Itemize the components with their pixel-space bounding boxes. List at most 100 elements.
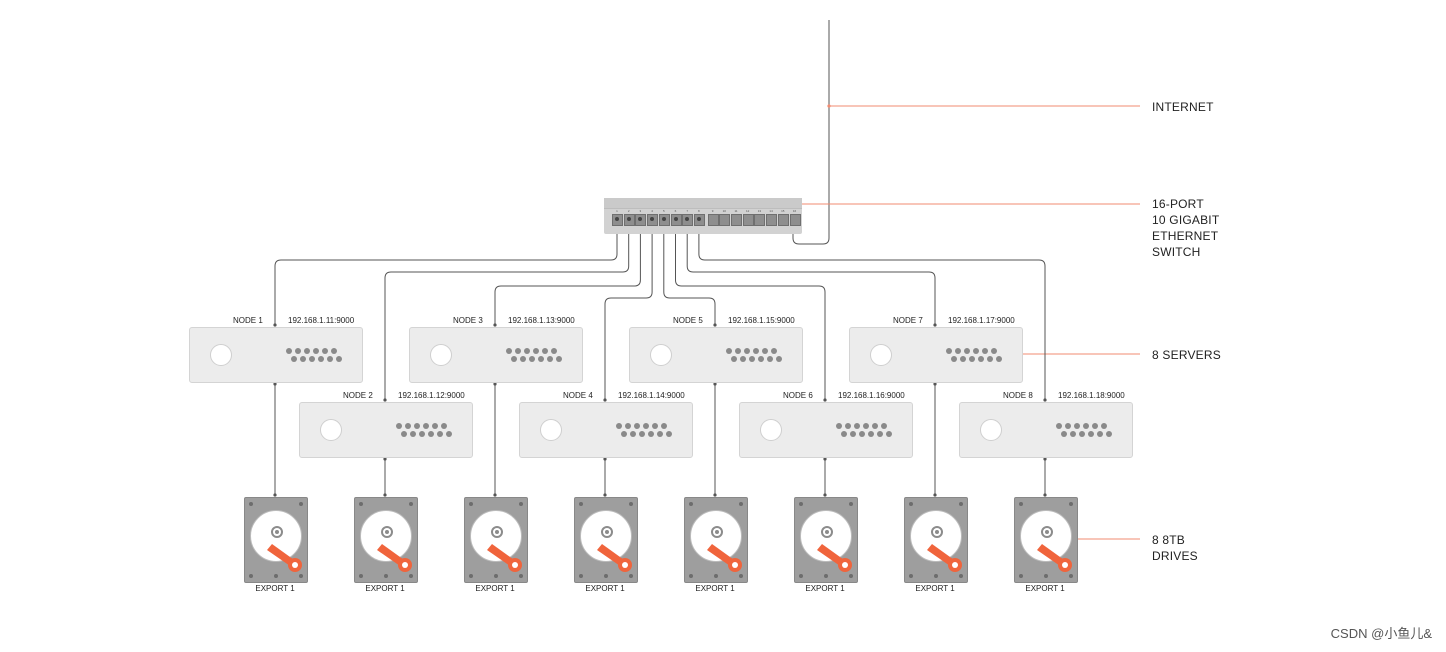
port-number: 3 xyxy=(639,209,642,213)
drive-screw xyxy=(579,502,583,506)
drive-screw xyxy=(299,574,303,578)
drive-screw xyxy=(274,574,278,578)
vent-dot xyxy=(845,423,851,429)
vent-dot xyxy=(327,356,333,362)
port-number: 4 xyxy=(651,209,653,213)
drive-screw xyxy=(1019,502,1023,506)
server-node xyxy=(739,402,913,458)
switch-label: 16-PORT 10 GIGABIT ETHERNET SWITCH xyxy=(1152,196,1219,260)
vent-dot xyxy=(661,423,667,429)
drive-connector-dot xyxy=(823,493,827,497)
vent-dot xyxy=(731,356,737,362)
vent-dot xyxy=(881,423,887,429)
port-number: 12 xyxy=(746,209,750,213)
vent-dot xyxy=(749,356,755,362)
drive-spindle xyxy=(821,526,833,538)
server-node xyxy=(629,327,803,383)
drive-label: EXPORT 1 xyxy=(695,584,735,593)
vent-dot xyxy=(621,431,627,437)
switch-port xyxy=(766,214,778,226)
switch-port xyxy=(707,214,719,226)
port-number: 5 xyxy=(662,209,665,213)
hard-drive-icon xyxy=(684,497,748,583)
vent-dot xyxy=(318,356,324,362)
server-vent-dots xyxy=(836,423,896,439)
server-disc-icon xyxy=(980,419,1002,441)
drive-label: EXPORT 1 xyxy=(915,584,955,593)
vent-dot xyxy=(1092,423,1098,429)
node-name: NODE 5 xyxy=(673,316,703,325)
vent-dot xyxy=(437,431,443,437)
node-ip: 192.168.1.14:9000 xyxy=(618,391,685,400)
drive-arm-icon xyxy=(1037,544,1072,572)
vent-dot xyxy=(877,431,883,437)
vent-dot xyxy=(300,356,306,362)
switch-port xyxy=(682,214,694,226)
drive-screw xyxy=(579,574,583,578)
drive-screw xyxy=(1019,574,1023,578)
vent-dot xyxy=(401,431,407,437)
drive-label: EXPORT 1 xyxy=(475,584,515,593)
server-disc-icon xyxy=(210,344,232,366)
vent-dot xyxy=(982,348,988,354)
drive-spindle xyxy=(271,526,283,538)
internet-label: INTERNET xyxy=(1152,100,1214,114)
server-disc-icon xyxy=(650,344,672,366)
switch-to-server-wire xyxy=(274,228,618,326)
vent-dot xyxy=(520,356,526,362)
vent-dot xyxy=(850,431,856,437)
vent-dot xyxy=(533,348,539,354)
vent-dot xyxy=(630,431,636,437)
drive-screw xyxy=(519,574,523,578)
server-connector-dot xyxy=(713,323,717,327)
port-number: 1 xyxy=(616,209,618,213)
vent-dot xyxy=(886,431,892,437)
drive-spindle xyxy=(931,526,943,538)
server-vent-dots xyxy=(286,348,346,364)
server-node xyxy=(959,402,1133,458)
vent-dot xyxy=(625,423,631,429)
drive-screw xyxy=(1044,574,1048,578)
vent-dot xyxy=(657,431,663,437)
vent-dot xyxy=(744,348,750,354)
vent-dot xyxy=(524,348,530,354)
node-ip: 192.168.1.12:9000 xyxy=(398,391,465,400)
drive-screw xyxy=(689,574,693,578)
server-connector-dot xyxy=(603,398,607,402)
switch-port xyxy=(693,214,705,226)
port-number: 6 xyxy=(674,209,677,213)
drive-platter xyxy=(690,510,742,562)
drive-screw xyxy=(849,574,853,578)
switch-to-server-wire xyxy=(494,228,641,326)
vent-dot xyxy=(639,431,645,437)
vent-dot xyxy=(991,348,997,354)
drive-screw xyxy=(629,574,633,578)
vent-dot xyxy=(643,423,649,429)
drive-label: EXPORT 1 xyxy=(585,584,625,593)
drive-spindle xyxy=(381,526,393,538)
vent-dot xyxy=(1061,431,1067,437)
drive-arm-icon xyxy=(377,544,412,572)
vent-dot xyxy=(529,356,535,362)
vent-dot xyxy=(396,423,402,429)
node-ip: 192.168.1.18:9000 xyxy=(1058,391,1125,400)
server-node xyxy=(519,402,693,458)
switch-to-server-wire xyxy=(604,228,653,401)
drive-screw xyxy=(629,502,633,506)
vent-dot xyxy=(969,356,975,362)
drive-screw xyxy=(934,574,938,578)
uplink-wire xyxy=(792,20,830,245)
vent-dot xyxy=(419,431,425,437)
server-out-dot xyxy=(493,382,497,386)
server-node xyxy=(849,327,1023,383)
drive-screw xyxy=(959,502,963,506)
node-name: NODE 7 xyxy=(893,316,923,325)
drive-connector-dot xyxy=(933,493,937,497)
vent-dot xyxy=(291,356,297,362)
drive-screw xyxy=(959,574,963,578)
switch-label-line: 16-PORT xyxy=(1152,197,1204,211)
server-out-dot xyxy=(383,457,387,461)
port-number: 7 xyxy=(686,209,689,213)
switch-to-server-wire xyxy=(675,228,826,401)
port-number: 2 xyxy=(627,209,630,213)
